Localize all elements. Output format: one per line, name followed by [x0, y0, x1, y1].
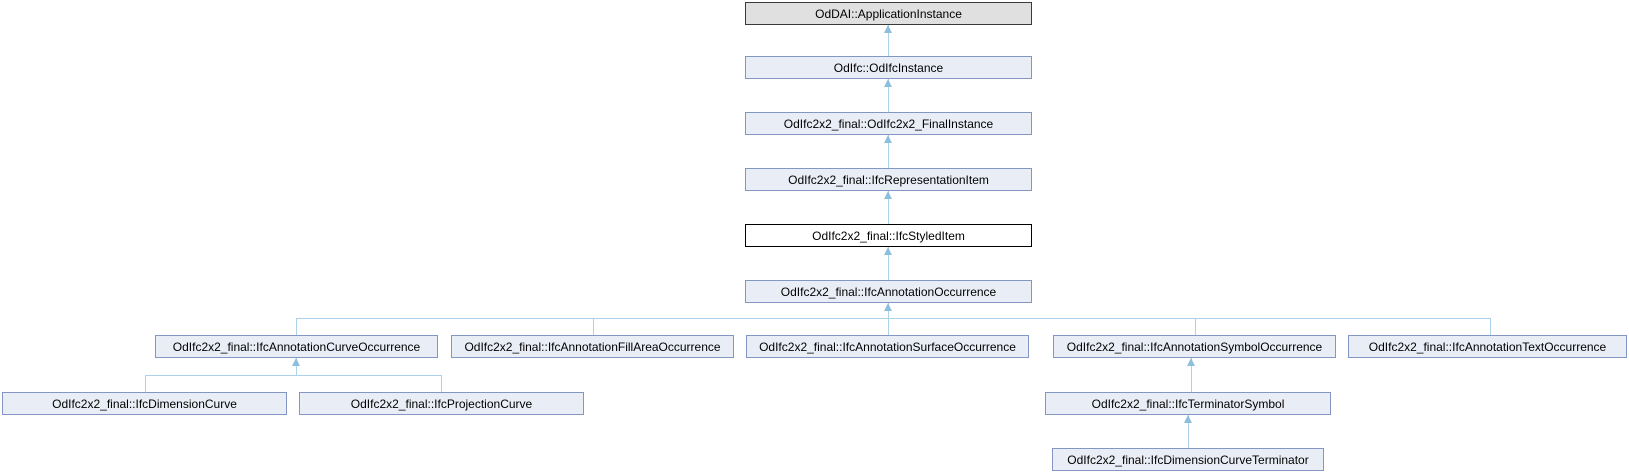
node-ifcdimensioncurveterminator[interactable]: OdIfc2x2_final::IfcDimensionCurveTermina…	[1052, 448, 1324, 471]
node-ifcstyleditem-current: OdIfc2x2_final::IfcStyledItem	[745, 224, 1032, 247]
node-ifcannotationsurfaceoccurrence[interactable]: OdIfc2x2_final::IfcAnnotationSurfaceOccu…	[746, 335, 1029, 358]
node-ifcprojectioncurve[interactable]: OdIfc2x2_final::IfcProjectionCurve	[299, 392, 584, 415]
node-ifcannotationoccurrence[interactable]: OdIfc2x2_final::IfcAnnotationOccurrence	[745, 280, 1032, 303]
up-arrowhead-icon	[884, 79, 892, 87]
edge-line	[145, 375, 146, 392]
edge-line	[888, 303, 889, 335]
node-ifcrepresentationitem[interactable]: OdIfc2x2_final::IfcRepresentationItem	[745, 168, 1032, 191]
up-arrowhead-icon	[292, 358, 300, 366]
edge-line	[145, 375, 441, 376]
up-arrowhead-icon	[1184, 415, 1192, 423]
up-arrowhead-icon	[884, 135, 892, 143]
edge-line	[888, 191, 889, 224]
edge-line	[593, 318, 594, 335]
node-ifcannotationcurveoccurrence[interactable]: OdIfc2x2_final::IfcAnnotationCurveOccurr…	[155, 335, 438, 358]
edge-line	[888, 25, 889, 56]
edge-line	[1195, 318, 1196, 335]
edge-line	[1490, 318, 1491, 335]
node-ifcannotationsymboloccurrence[interactable]: OdIfc2x2_final::IfcAnnotationSymbolOccur…	[1053, 335, 1336, 358]
up-arrowhead-icon	[884, 191, 892, 199]
edge-line	[441, 375, 442, 392]
node-odifc-odifcinstance[interactable]: OdIfc::OdIfcInstance	[745, 56, 1032, 79]
up-arrowhead-icon	[884, 25, 892, 33]
up-arrowhead-icon	[884, 303, 892, 311]
node-ifcterminatorsymbol[interactable]: OdIfc2x2_final::IfcTerminatorSymbol	[1045, 392, 1331, 415]
edge-line	[1188, 415, 1189, 448]
up-arrowhead-icon	[884, 247, 892, 255]
node-oddai-applicationinstance[interactable]: OdDAI::ApplicationInstance	[745, 2, 1032, 25]
edge-line	[296, 358, 297, 375]
node-ifcannotationfillareaoccurrence[interactable]: OdIfc2x2_final::IfcAnnotationFillAreaOcc…	[451, 335, 734, 358]
edge-line	[888, 247, 889, 280]
edge-line	[888, 135, 889, 168]
up-arrowhead-icon	[1187, 358, 1195, 366]
node-ifcannotationtextoccurrence[interactable]: OdIfc2x2_final::IfcAnnotationTextOccurre…	[1348, 335, 1627, 358]
node-ifcdimensioncurve[interactable]: OdIfc2x2_final::IfcDimensionCurve	[2, 392, 287, 415]
edge-line	[296, 318, 1490, 319]
edge-line	[888, 79, 889, 112]
edge-line	[1191, 358, 1192, 392]
node-odifc2x2-finalinstance[interactable]: OdIfc2x2_final::OdIfc2x2_FinalInstance	[745, 112, 1032, 135]
edge-line	[296, 318, 297, 335]
